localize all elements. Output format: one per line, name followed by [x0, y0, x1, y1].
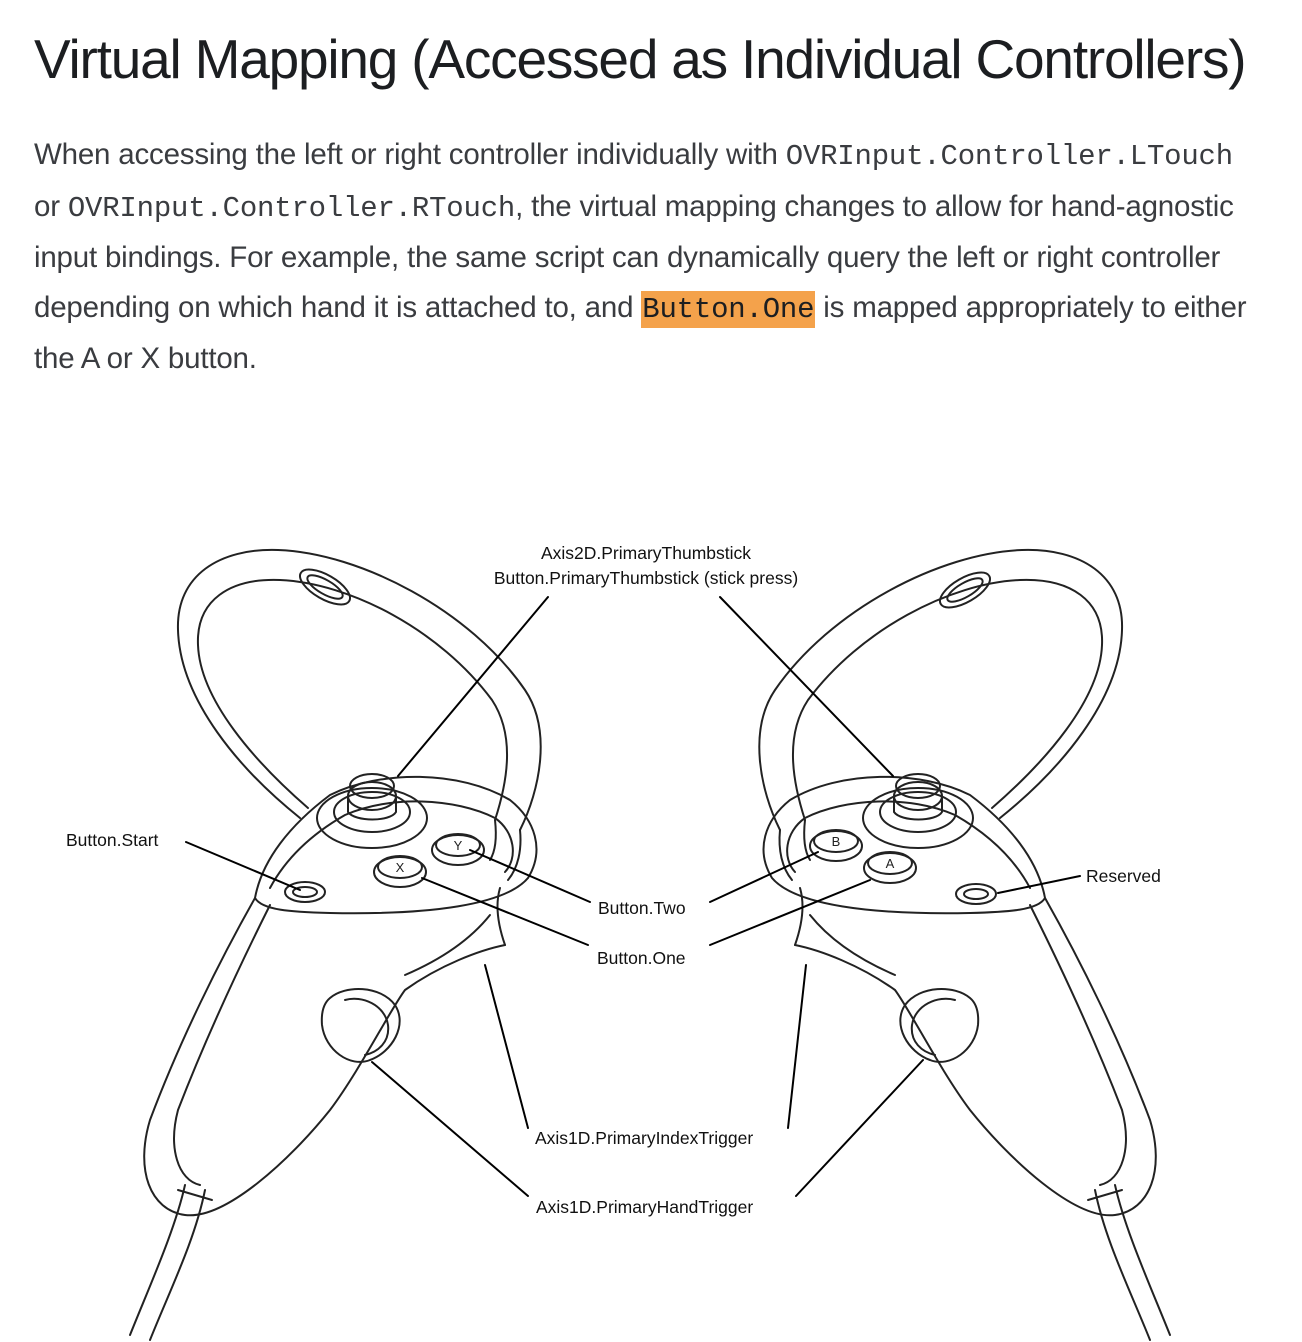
label-thumbstick-press: Button.PrimaryThumbstick (stick press): [494, 568, 798, 588]
label-button-two: Button.Two: [598, 898, 686, 918]
label-reserved: Reserved: [1086, 866, 1161, 886]
right-controller-drawing: [759, 550, 1170, 1340]
left-controller-drawing: [130, 550, 541, 1340]
label-thumbstick-axis: Axis2D.PrimaryThumbstick: [541, 543, 751, 563]
controller-mapping-diagram: Y X B A Axis2D.PrimaryThumbstick Button.…: [0, 500, 1302, 1342]
code-rtouch: OVRInput.Controller.RTouch: [68, 192, 515, 225]
controllers-illustration: Y X B A Axis2D.PrimaryThumbstick Button.…: [0, 500, 1302, 1342]
y-button-glyph: Y: [454, 838, 463, 853]
callout-lines: [186, 597, 1080, 1196]
paragraph-text-1: When accessing the left or right control…: [34, 138, 786, 171]
paragraph-text-2: or: [34, 190, 68, 223]
a-button-glyph: A: [886, 856, 895, 871]
page-title: Virtual Mapping (Accessed as Individual …: [34, 26, 1264, 92]
label-index-trigger: Axis1D.PrimaryIndexTrigger: [535, 1128, 753, 1148]
b-button-glyph: B: [832, 834, 841, 849]
label-button-start: Button.Start: [66, 830, 159, 850]
code-ltouch: OVRInput.Controller.LTouch: [786, 140, 1233, 173]
description-paragraph: When accessing the left or right control…: [34, 130, 1264, 384]
label-button-one: Button.One: [597, 948, 686, 968]
code-button-one: Button.One: [641, 291, 815, 328]
x-button-glyph: X: [396, 860, 405, 875]
article-section: Virtual Mapping (Accessed as Individual …: [34, 26, 1264, 384]
label-hand-trigger: Axis1D.PrimaryHandTrigger: [536, 1197, 753, 1217]
